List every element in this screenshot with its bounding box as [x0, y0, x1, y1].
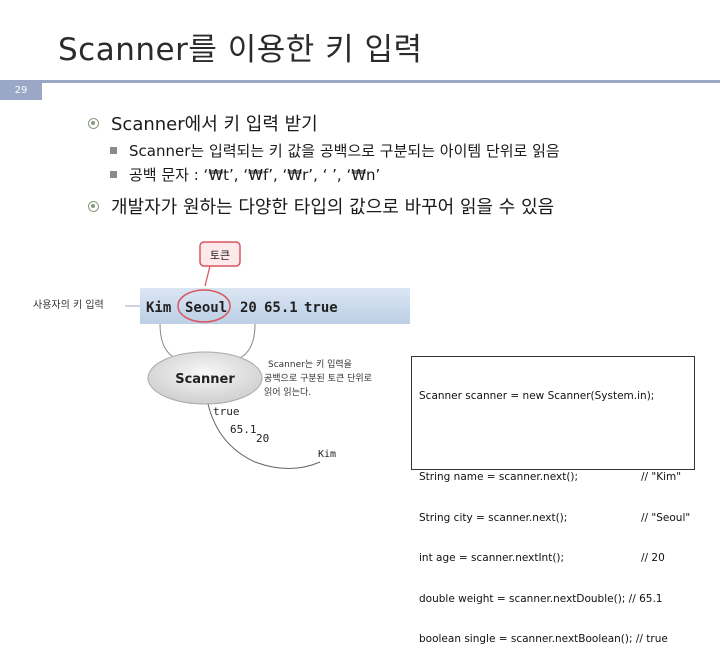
top-rule — [42, 80, 720, 83]
bullet-circle-icon — [88, 200, 99, 212]
input-token: 65.1 — [264, 300, 298, 316]
scanner-ellipse — [147, 351, 263, 405]
bullet-square-icon — [110, 147, 117, 154]
bullet-text: 개발자가 원하는 다양한 타입의 값으로 바꾸어 읽을 수 있음 — [111, 197, 555, 218]
input-token: Seoul — [185, 300, 227, 316]
token-callout-label: 토큰 — [210, 249, 230, 262]
input-token: Kim — [146, 300, 171, 316]
sub-bullet-text: Scanner는 입력되는 키 값을 공백으로 구분되는 아이템 단위로 읽음 — [129, 142, 560, 160]
code-sample-box: Scanner scanner = new Scanner(System.in)… — [411, 356, 695, 645]
token-callout-box — [199, 241, 241, 267]
bullet-text: Scanner에서 키 입력 받기 — [111, 114, 318, 135]
sub-bullet-token-unit: Scanner는 입력되는 키 값을 공백으로 구분되는 아이템 단위로 읽음 — [110, 140, 560, 161]
code-line: double weight = scanner.nextDouble(); //… — [419, 592, 663, 605]
output-token: Kim — [318, 449, 336, 460]
bullet-square-icon — [110, 171, 117, 178]
sub-bullet-text: 공백 문자 : ‘₩t’, ‘₩f’, ‘₩r’, ‘ ’, ‘₩n’ — [129, 166, 381, 184]
sub-bullet-whitespace: 공백 문자 : ‘₩t’, ‘₩f’, ‘₩r’, ‘ ’, ‘₩n’ — [110, 164, 380, 185]
bullet-type-conversion: 개발자가 원하는 다양한 타입의 값으로 바꾸어 읽을 수 있음 — [88, 193, 554, 219]
page-number: 29 — [0, 80, 42, 100]
scanner-note-line: 읽어 읽는다. — [264, 387, 311, 398]
user-input-label: 사용자의 키 입력 — [33, 298, 104, 311]
code-line: String name = scanner.next();// "Kim" — [419, 471, 682, 483]
code-line: String city = scanner.next();// "Seoul" — [419, 511, 691, 524]
code-line: int age = scanner.nextInt();// 20 — [419, 552, 665, 564]
scanner-note-line: Scanner는 키 입력을 — [268, 358, 352, 370]
input-token: true — [304, 300, 338, 316]
code-line — [419, 431, 687, 445]
flow-line-in-right — [239, 323, 256, 359]
token-highlight-ring — [177, 289, 231, 323]
flow-line-in-left — [159, 323, 176, 359]
code-line: Scanner scanner = new Scanner(System.in)… — [419, 390, 655, 402]
input-band — [140, 288, 410, 324]
output-token: 65.1 — [230, 423, 257, 436]
slide-title: Scanner를 이용한 키 입력 — [58, 32, 423, 68]
scanner-note-line: 공백으로 구분된 토큰 단위로 — [264, 372, 372, 384]
bullet-circle-icon — [88, 117, 99, 129]
output-token: 20 — [256, 432, 269, 445]
scanner-label: Scanner — [175, 372, 235, 387]
bullet-scanner-input: Scanner에서 키 입력 받기 — [88, 110, 318, 136]
code-line: boolean single = scanner.nextBoolean(); … — [419, 633, 668, 645]
token-callout-pointer — [204, 265, 211, 287]
input-token: 20 — [240, 300, 257, 316]
output-token: true — [213, 405, 240, 418]
scanner-token-diagram: 토큰 사용자의 키 입력 Kim Seoul 20 65.1 true Scan… — [33, 241, 410, 469]
output-token-stream — [207, 403, 321, 469]
